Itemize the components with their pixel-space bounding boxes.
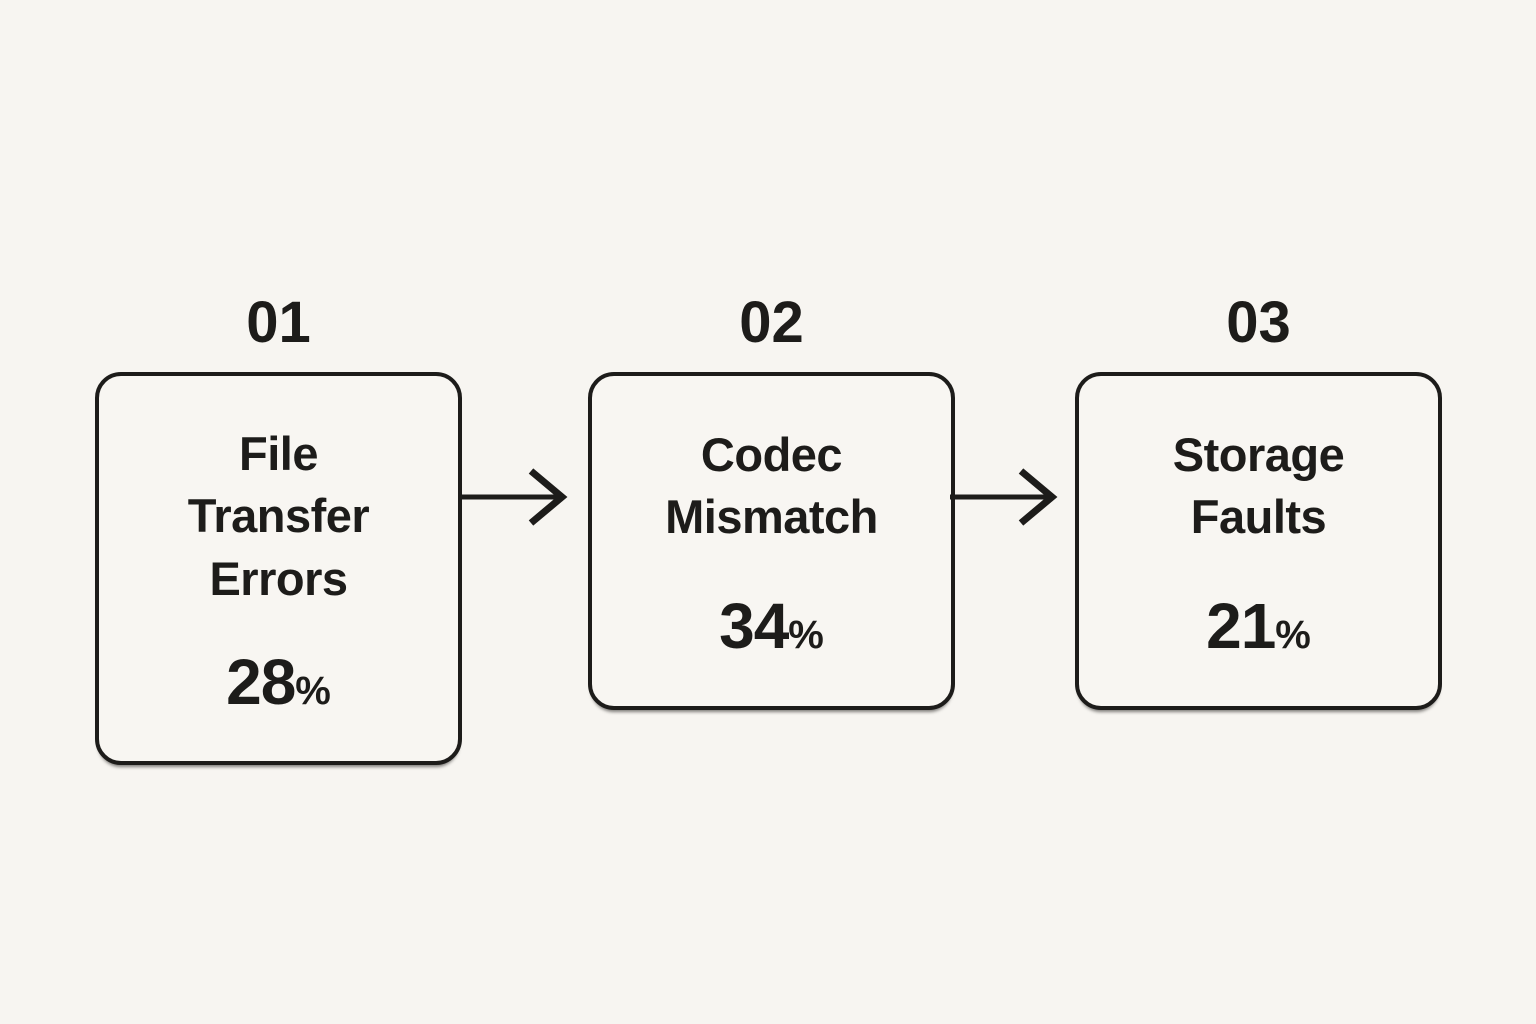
step-2-number: 02 bbox=[739, 290, 804, 355]
step-2: 02 Codec Mismatch 34% bbox=[588, 272, 955, 710]
step-1-title-line: Transfer bbox=[187, 489, 370, 543]
step-3-value-number: 21 bbox=[1206, 590, 1276, 663]
step-3-number: 03 bbox=[1226, 290, 1291, 355]
step-1-value: 28% bbox=[226, 650, 331, 714]
step-3-value: 21% bbox=[1206, 594, 1311, 658]
step-1-title-line: File bbox=[239, 427, 318, 481]
step-2-value-number: 34 bbox=[719, 590, 789, 663]
step-3-box: Storage Faults 21% bbox=[1075, 372, 1442, 710]
step-1-number: 01 bbox=[246, 290, 311, 355]
step-2-title-line: Mismatch bbox=[665, 490, 878, 543]
step-2-title: Codec Mismatch bbox=[665, 424, 878, 548]
step-3-title: Storage Faults bbox=[1173, 424, 1345, 548]
step-3-title-line: Storage bbox=[1172, 427, 1345, 481]
step-3-title-line: Faults bbox=[1190, 490, 1327, 543]
step-2-title-line: Codec bbox=[700, 427, 843, 481]
arrow-right-icon bbox=[460, 468, 568, 526]
step-1-box: File Transfer Errors 28% bbox=[95, 372, 462, 765]
step-2-box: Codec Mismatch 34% bbox=[588, 372, 955, 710]
step-2-value: 34% bbox=[719, 594, 824, 658]
step-1-value-unit: % bbox=[295, 668, 331, 713]
arrow-right-icon bbox=[950, 468, 1058, 526]
step-1-title-line: Errors bbox=[209, 551, 348, 605]
step-1-title: File Transfer Errors bbox=[187, 423, 370, 609]
step-1-value-number: 28 bbox=[226, 645, 296, 718]
step-2-value-unit: % bbox=[788, 613, 824, 658]
step-1: 01 File Transfer Errors 28% bbox=[95, 272, 462, 765]
step-3: 03 Storage Faults 21% bbox=[1075, 272, 1442, 710]
step-3-value-unit: % bbox=[1275, 613, 1311, 658]
